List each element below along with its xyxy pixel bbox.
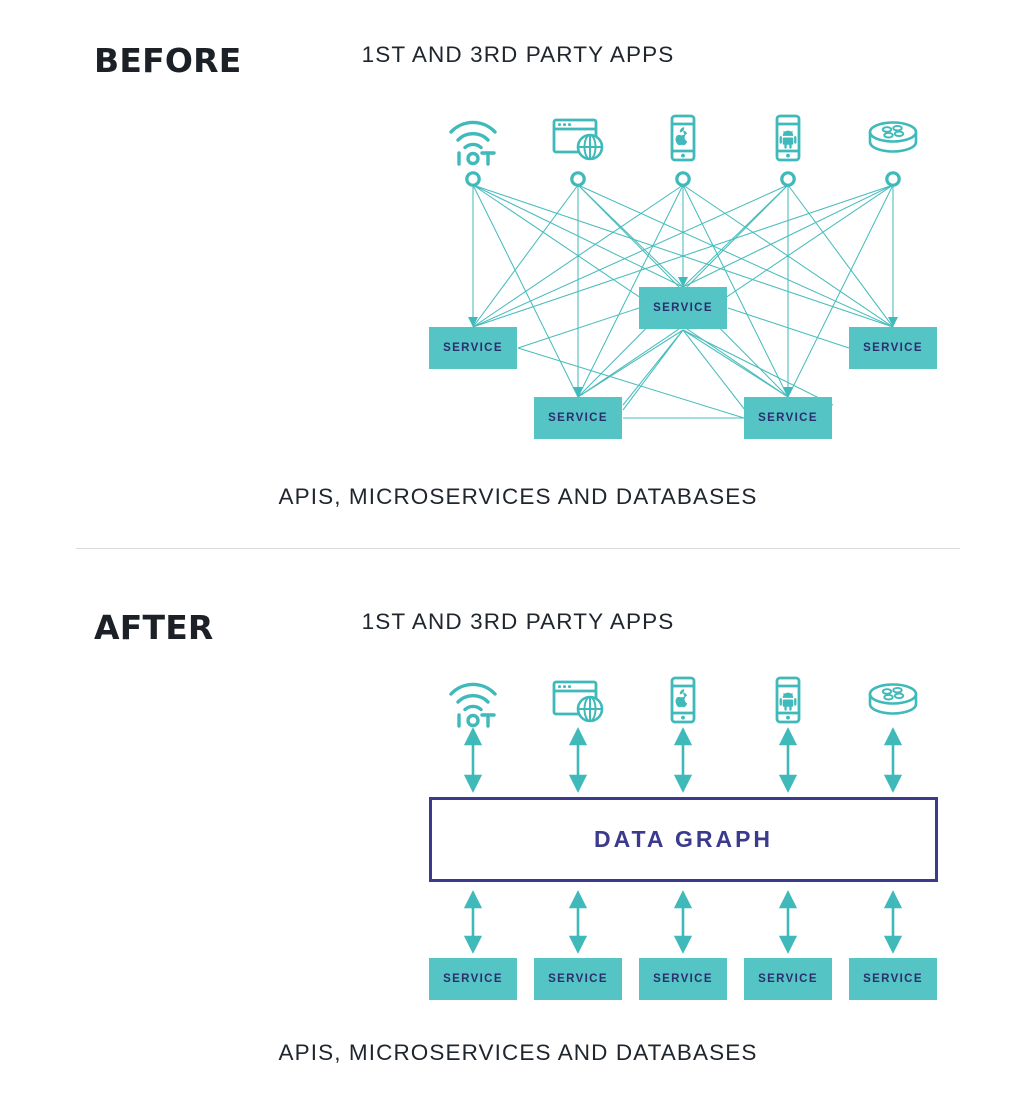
service-label: SERVICE <box>758 412 818 424</box>
service-label: SERVICE <box>758 973 818 985</box>
before-service-box[interactable]: SERVICE <box>534 397 622 439</box>
smart-speaker-icon <box>861 672 925 728</box>
browser-globe-icon <box>546 672 610 728</box>
before-service-box[interactable]: SERVICE <box>639 287 727 329</box>
before-section-title: BEFORE <box>94 41 242 80</box>
after-service-box[interactable]: SERVICE <box>639 958 727 1000</box>
iphone-apple-icon <box>651 110 715 166</box>
section-divider <box>76 548 960 549</box>
service-label: SERVICE <box>653 973 713 985</box>
service-label: SERVICE <box>653 302 713 314</box>
after-service-box[interactable]: SERVICE <box>429 958 517 1000</box>
iot-wifi-icon <box>441 110 505 166</box>
before-apps-caption: 1ST AND 3RD PARTY APPS <box>361 42 675 67</box>
before-service-box[interactable]: SERVICE <box>744 397 832 439</box>
arrow-up-down-lower <box>463 890 903 954</box>
after-apps-caption: 1ST AND 3RD PARTY APPS <box>361 609 675 634</box>
service-label: SERVICE <box>443 973 503 985</box>
service-label: SERVICE <box>548 973 608 985</box>
before-service-box[interactable]: SERVICE <box>849 327 937 369</box>
after-service-box[interactable]: SERVICE <box>744 958 832 1000</box>
android-phone-icon <box>756 672 820 728</box>
android-phone-icon <box>756 110 820 166</box>
browser-globe-icon <box>546 110 610 166</box>
before-service-box[interactable]: SERVICE <box>429 327 517 369</box>
iphone-apple-icon <box>651 672 715 728</box>
smart-speaker-icon <box>861 110 925 166</box>
after-section-title: AFTER <box>94 608 214 647</box>
after-service-box[interactable]: SERVICE <box>849 958 937 1000</box>
data-graph-label: DATA GRAPH <box>593 826 774 852</box>
service-label: SERVICE <box>863 342 923 354</box>
after-services-caption: APIS, MICROSERVICES AND DATABASES <box>278 1040 758 1065</box>
data-graph-box[interactable]: DATA GRAPH <box>429 797 938 882</box>
before-node-circles <box>465 171 901 187</box>
arrow-up-down-upper <box>463 727 903 793</box>
before-services-caption: APIS, MICROSERVICES AND DATABASES <box>278 484 758 509</box>
service-label: SERVICE <box>863 973 923 985</box>
after-service-box[interactable]: SERVICE <box>534 958 622 1000</box>
iot-wifi-icon <box>441 672 505 728</box>
service-label: SERVICE <box>548 412 608 424</box>
service-label: SERVICE <box>443 342 503 354</box>
